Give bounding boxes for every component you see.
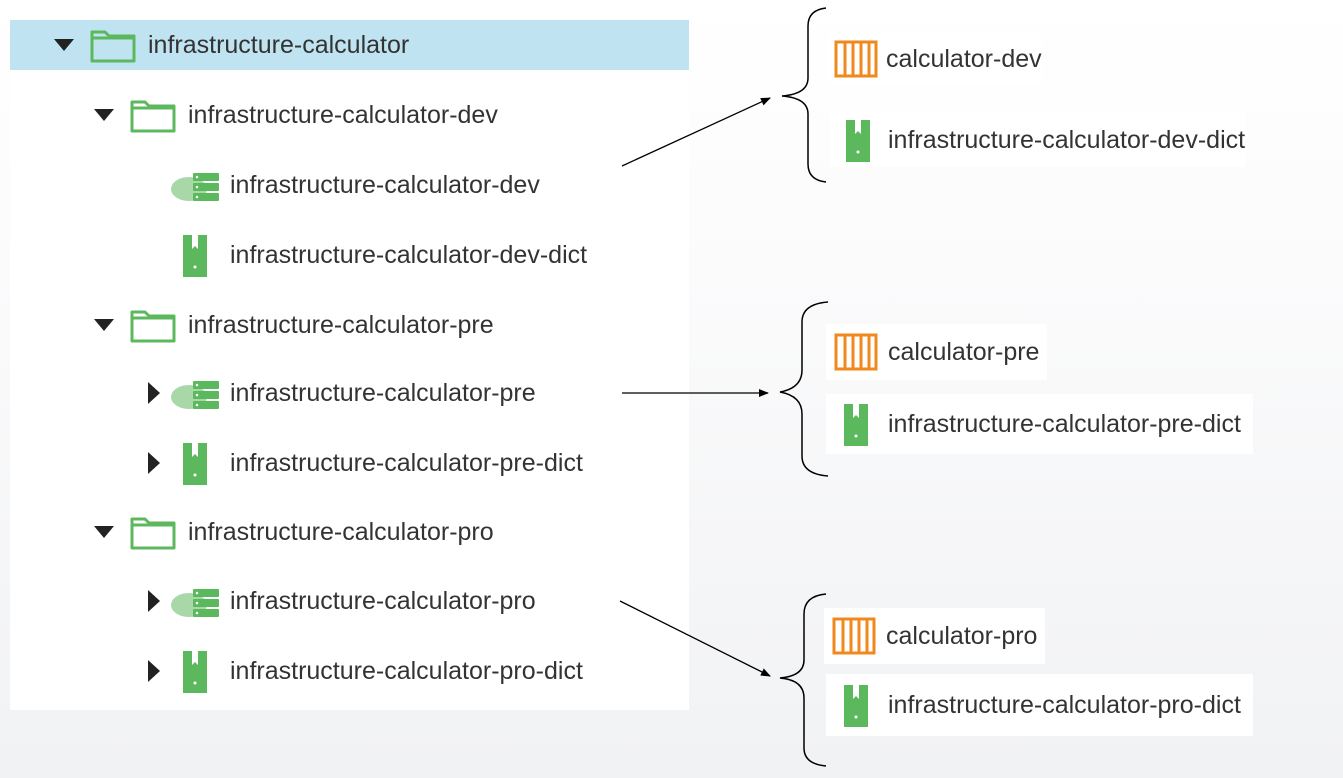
tree-row-folder-pre[interactable]: infrastructure-calculator-pre xyxy=(90,300,494,350)
brace-dev xyxy=(781,7,827,183)
expand-toggle[interactable] xyxy=(140,379,168,407)
expand-toggle[interactable] xyxy=(140,657,168,685)
tree-row-dict-pro[interactable]: infrastructure-calculator-pro-dict xyxy=(140,646,583,696)
tree-row-dict-dev[interactable]: infrastructure-calculator-dev-dict xyxy=(140,230,587,280)
tree-row-folder-dev[interactable]: infrastructure-calculator-dev xyxy=(90,90,498,140)
annotation-label: infrastructure-calculator-pro-dict xyxy=(888,690,1241,719)
folder-icon xyxy=(128,305,178,345)
tree-row-folder-pro[interactable]: infrastructure-calculator-pro xyxy=(90,507,494,557)
tree-label: infrastructure-calculator-pre xyxy=(230,378,536,407)
annotation-label: calculator-dev xyxy=(886,44,1042,73)
folder-icon xyxy=(128,512,178,552)
annotation-item-dict-pro: infrastructure-calculator-pro-dict xyxy=(826,674,1253,736)
dictionary-icon xyxy=(168,647,222,695)
brace-pro xyxy=(779,593,827,767)
annotation-item-container-pre: calculator-pre xyxy=(826,324,1048,380)
tree-label: infrastructure-calculator-pro xyxy=(188,517,494,546)
container-icon xyxy=(830,616,878,656)
caret-down-icon xyxy=(54,39,74,51)
container-icon xyxy=(832,332,880,372)
dictionary-icon xyxy=(168,231,222,279)
expand-toggle[interactable] xyxy=(140,587,168,615)
annotation-label: infrastructure-calculator-dev-dict xyxy=(888,125,1246,154)
tree-row-dict-pre[interactable]: infrastructure-calculator-pre-dict xyxy=(140,438,583,488)
caret-right-icon xyxy=(148,660,160,682)
folder-icon xyxy=(128,95,178,135)
tree-label: infrastructure-calculator-pro-dict xyxy=(230,656,583,685)
dictionary-icon xyxy=(834,115,882,165)
tree-label: infrastructure-calculator-dev xyxy=(230,170,540,199)
tree-panel: infrastructure-calculator infrastructure… xyxy=(10,10,689,710)
annotation-item-dict-pre: infrastructure-calculator-pre-dict xyxy=(826,394,1253,454)
tree-label: infrastructure-calculator-pre xyxy=(188,310,494,339)
tree-row-server-dev[interactable]: infrastructure-calculator-dev xyxy=(140,160,540,210)
tree-label: infrastructure-calculator-pre-dict xyxy=(230,448,583,477)
collapse-toggle[interactable] xyxy=(50,31,78,59)
tree-label: infrastructure-calculator-pro xyxy=(230,586,536,615)
tree-row-server-pro[interactable]: infrastructure-calculator-pro xyxy=(140,576,536,626)
dictionary-icon xyxy=(832,680,880,730)
tree-label: infrastructure-calculator-dev-dict xyxy=(230,240,588,269)
annotation-label: calculator-pre xyxy=(888,337,1040,366)
collapse-toggle[interactable] xyxy=(90,101,118,129)
container-icon xyxy=(832,39,880,79)
caret-right-icon xyxy=(148,452,160,474)
annotation-label: infrastructure-calculator-pre-dict xyxy=(888,409,1241,438)
collapse-toggle[interactable] xyxy=(90,518,118,546)
dictionary-icon xyxy=(832,399,880,449)
caret-down-icon xyxy=(94,109,114,121)
annotation-item-dict-dev: infrastructure-calculator-dev-dict xyxy=(830,113,1246,167)
brace-pre xyxy=(779,301,829,477)
annotation-label: calculator-pro xyxy=(886,621,1038,650)
caret-down-icon xyxy=(94,319,114,331)
cloud-server-icon xyxy=(168,165,222,205)
caret-right-icon xyxy=(148,590,160,612)
tree-label: infrastructure-calculator xyxy=(148,30,410,59)
cloud-server-icon xyxy=(168,581,222,621)
folder-icon xyxy=(88,25,138,65)
collapse-toggle[interactable] xyxy=(90,311,118,339)
caret-down-icon xyxy=(94,526,114,538)
tree-row-server-pre[interactable]: infrastructure-calculator-pre xyxy=(140,368,536,418)
caret-right-icon xyxy=(148,382,160,404)
expand-toggle[interactable] xyxy=(140,449,168,477)
tree-row-root[interactable]: infrastructure-calculator xyxy=(10,20,689,70)
annotation-item-container-pro: calculator-pro xyxy=(824,608,1046,664)
cloud-server-icon xyxy=(168,373,222,413)
tree-label: infrastructure-calculator-dev xyxy=(188,100,498,129)
dictionary-icon xyxy=(168,439,222,487)
annotation-item-container-dev: calculator-dev xyxy=(828,34,1042,84)
